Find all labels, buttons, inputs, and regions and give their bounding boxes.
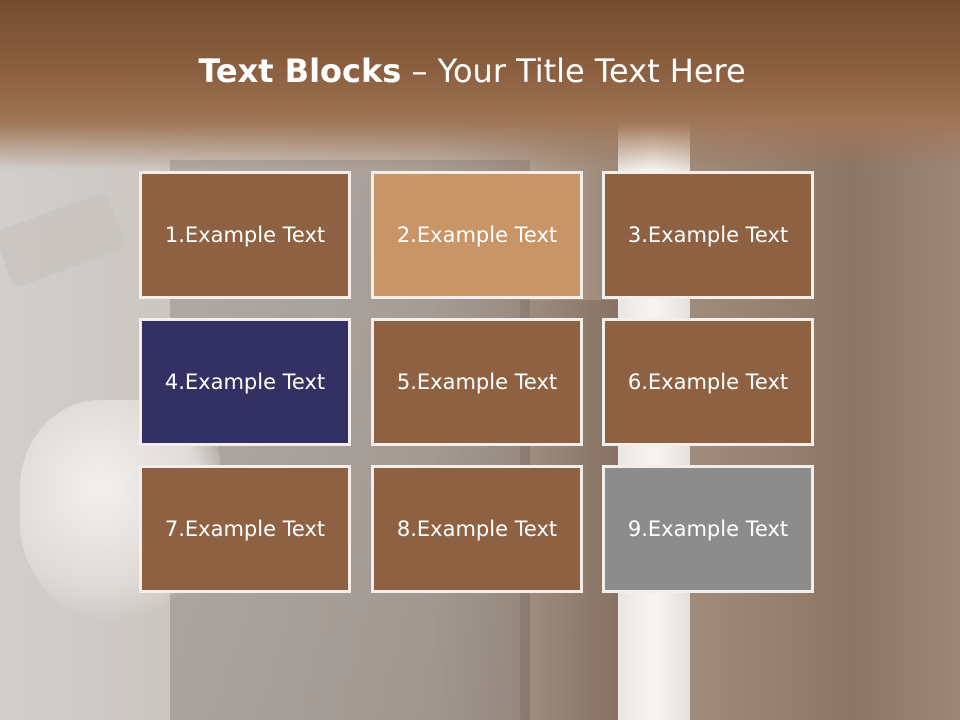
text-block-9[interactable]: 9.Example Text [602,465,814,593]
text-block-1[interactable]: 1.Example Text [139,171,351,299]
slide-title: Text Blocks – Your Title Text Here [0,52,944,90]
text-block-label: 5.Example Text [396,370,558,394]
text-block-7[interactable]: 7.Example Text [139,465,351,593]
arm-shape [0,191,127,289]
text-block-label: 9.Example Text [627,517,789,541]
text-block-8[interactable]: 8.Example Text [371,465,583,593]
title-rest: Your Title Text Here [437,52,746,90]
text-block-label: 1.Example Text [164,223,326,247]
text-block-2[interactable]: 2.Example Text [371,171,583,299]
header-band [0,0,960,170]
text-block-4[interactable]: 4.Example Text [139,318,351,446]
text-block-label: 2.Example Text [396,223,558,247]
text-block-label: 7.Example Text [164,517,326,541]
text-block-label: 3.Example Text [627,223,789,247]
text-block-3[interactable]: 3.Example Text [602,171,814,299]
text-block-label: 4.Example Text [164,370,326,394]
title-dash: – [401,52,438,90]
text-block-label: 6.Example Text [627,370,789,394]
text-block-label: 8.Example Text [396,517,558,541]
text-block-5[interactable]: 5.Example Text [371,318,583,446]
text-block-6[interactable]: 6.Example Text [602,318,814,446]
title-bold: Text Blocks [198,52,402,90]
